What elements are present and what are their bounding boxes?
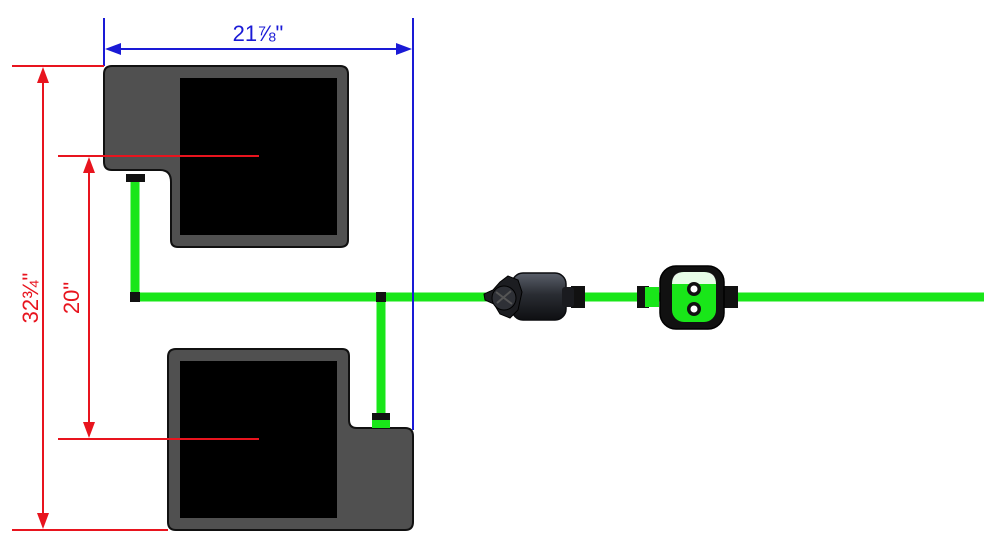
inner-height-arrowhead-top bbox=[83, 157, 95, 173]
pressure-regulator-icon bbox=[645, 265, 725, 330]
elbow-fitting bbox=[130, 292, 140, 302]
upper-outlet-fitting bbox=[126, 174, 145, 182]
tube-lower-stub bbox=[372, 418, 390, 428]
filter-cap-ribs bbox=[495, 290, 513, 305]
regulator-outlet-fitting bbox=[724, 286, 738, 308]
tee-fitting bbox=[376, 292, 386, 302]
overall-height-dimension: 32¾" bbox=[12, 65, 168, 531]
overall-height-arrowhead-bottom bbox=[37, 513, 49, 529]
lower-inlet-fitting bbox=[372, 413, 390, 420]
inner-height-label: 20" bbox=[59, 282, 84, 314]
filter-outlet-fitting bbox=[571, 286, 585, 308]
overall-height-arrowhead-top bbox=[37, 67, 49, 83]
regulator-connector-left bbox=[645, 287, 659, 307]
inner-height-arrowhead-bottom bbox=[83, 422, 95, 438]
filter-icon bbox=[483, 272, 574, 321]
overall-height-label: 32¾" bbox=[18, 273, 43, 324]
fittings bbox=[126, 174, 738, 420]
filter-neck bbox=[562, 287, 574, 307]
inner-height-dimension: 20" bbox=[58, 155, 259, 440]
regulator-port-upper-center bbox=[690, 285, 698, 293]
width-arrowhead-left bbox=[105, 43, 121, 55]
width-dimension: 21⅞" bbox=[103, 18, 414, 430]
regulator-port-lower-center bbox=[690, 305, 698, 313]
regulator-top-band bbox=[672, 272, 716, 284]
width-arrowhead-right bbox=[396, 43, 412, 55]
width-label: 21⅞" bbox=[233, 21, 284, 46]
regulator-face bbox=[672, 272, 716, 322]
